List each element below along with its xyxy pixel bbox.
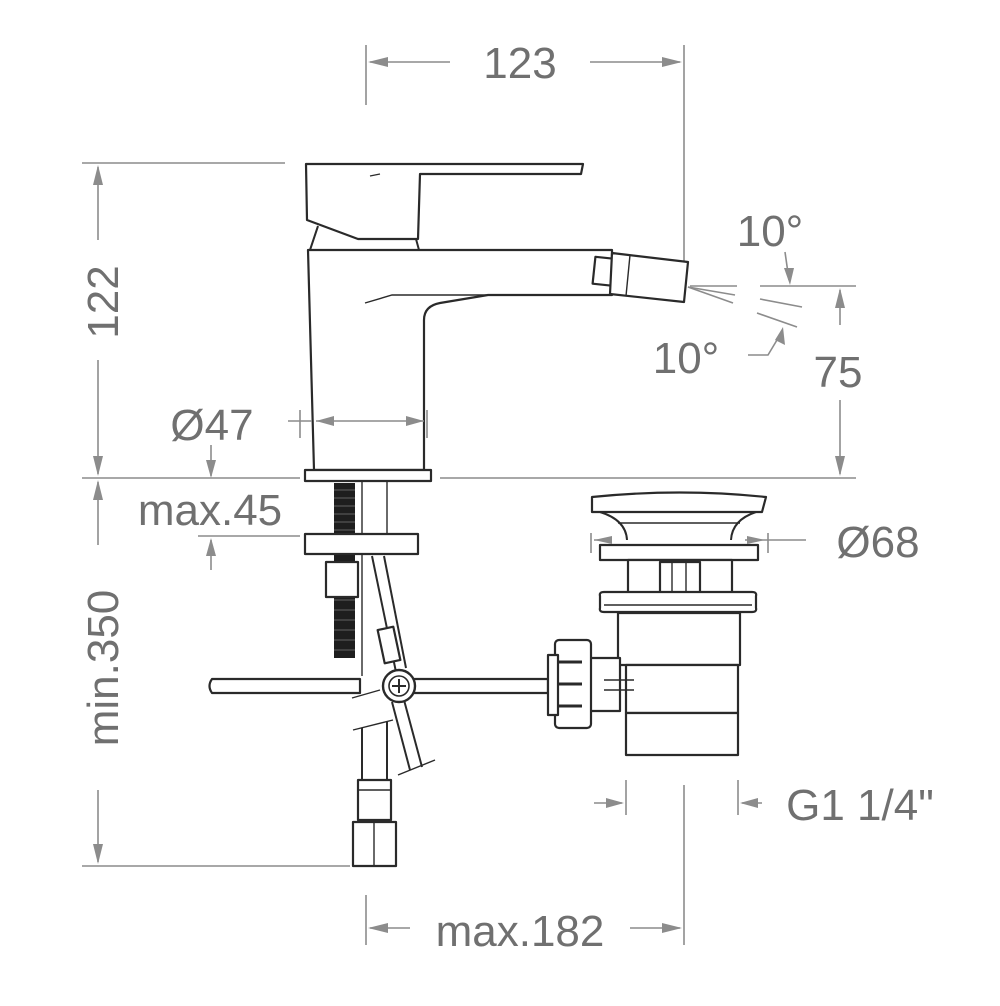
dim-label-diameter-47: Ø47 [170,401,253,450]
dimension-spray-angles: 10° 10° [653,207,804,383]
mixer-body [303,162,690,483]
dimension-waste-diameter: Ø68 [590,518,920,567]
dim-label-max-45: max.45 [138,486,282,535]
dim-label-123: 123 [483,39,556,88]
dimension-hose-length: min.350 [79,480,350,867]
fixing-assembly [208,482,550,868]
pop-up-waste [546,491,768,757]
dimension-overall-width: 123 [365,39,685,262]
dim-label-max-182: max.182 [436,907,605,956]
dim-label-diameter-68: Ø68 [836,518,919,567]
dimension-body-diameter: Ø47 [170,401,428,450]
dim-label-thread: G1 1/4" [786,781,934,830]
dimension-waste-thread: G1 1/4" [594,780,934,830]
dimension-max-reach: max.182 [365,785,685,956]
dim-label-angle-down: 10° [653,334,720,383]
dim-label-min-350: min.350 [79,590,128,747]
dimension-height: 122 [79,162,300,479]
dimension-deck-thickness: max.45 [138,445,300,570]
dim-label-angle-up: 10° [737,207,804,256]
dim-label-75: 75 [814,348,863,397]
dim-label-122: 122 [79,265,128,338]
dimension-spout-height: 75 [440,285,863,479]
